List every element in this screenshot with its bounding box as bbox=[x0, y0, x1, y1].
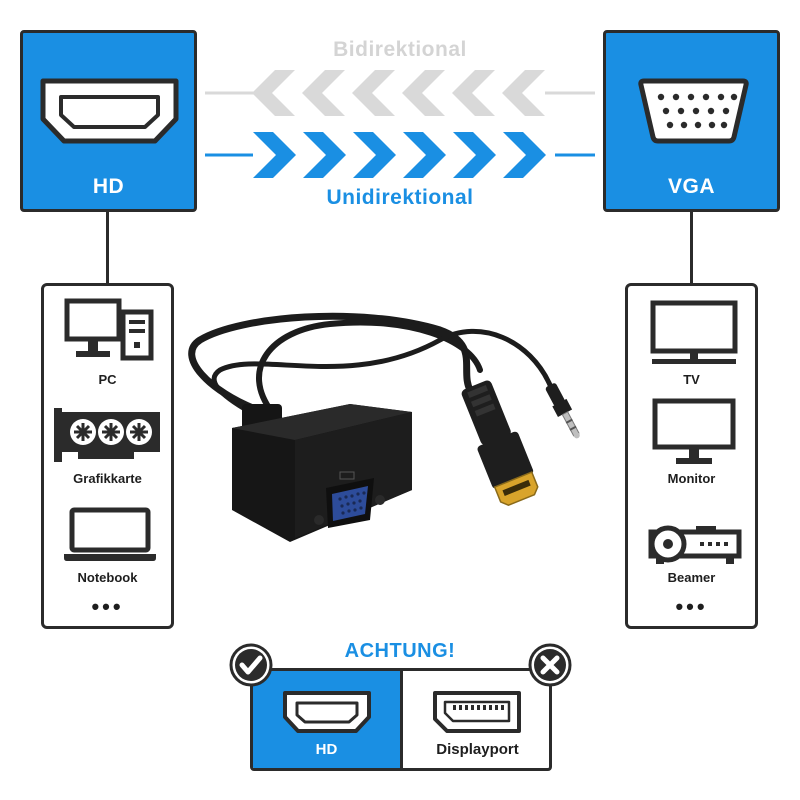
cross-icon bbox=[528, 643, 572, 687]
projector-icon bbox=[648, 525, 742, 564]
more-sources-indicator: ••• bbox=[91, 594, 124, 619]
displayport-incompatible-label: Displayport bbox=[436, 741, 519, 758]
displayport-icon bbox=[433, 691, 521, 733]
notebook-label: Notebook bbox=[77, 570, 138, 585]
hdmi-port-icon bbox=[40, 78, 179, 144]
vga-connector-line bbox=[690, 212, 693, 284]
notebook-icon bbox=[64, 507, 156, 561]
hd-compatible-cell: HD bbox=[253, 671, 403, 768]
bidirectional-arrows-icon bbox=[205, 70, 595, 116]
bidirectional-label: Bidirektional bbox=[333, 38, 467, 61]
displayport-incompatible-cell: Displayport bbox=[403, 671, 549, 768]
pc-label: PC bbox=[98, 372, 117, 387]
pc-icon bbox=[64, 298, 154, 361]
hd-connector-line bbox=[106, 212, 109, 284]
monitor-label: Monitor bbox=[667, 471, 716, 486]
hd-port-box: HD bbox=[20, 30, 197, 212]
unidirectional-label: Unidirektional bbox=[326, 186, 474, 209]
tv-label: TV bbox=[683, 372, 700, 387]
tv-icon bbox=[650, 300, 738, 364]
hdmi-port-icon bbox=[283, 691, 371, 733]
graphics-card-label: Grafikkarte bbox=[73, 471, 142, 486]
vga-port-label: VGA bbox=[667, 175, 715, 198]
check-icon bbox=[229, 643, 273, 687]
vga-port-icon bbox=[638, 78, 749, 144]
vga-port-box: VGA bbox=[603, 30, 780, 212]
target-devices-panel: TV Monitor Beamer ••• bbox=[625, 283, 758, 629]
hd-compatible-label: HD bbox=[315, 741, 338, 758]
compatibility-box: HD Displayport bbox=[250, 668, 552, 771]
more-targets-indicator: ••• bbox=[675, 594, 708, 619]
hd-port-label: HD bbox=[92, 175, 125, 198]
hdmi-to-vga-adapter-image bbox=[188, 312, 580, 542]
graphics-card-icon bbox=[54, 408, 160, 462]
projector-label: Beamer bbox=[667, 570, 716, 585]
unidirectional-arrows-icon bbox=[205, 132, 595, 178]
warning-title: ACHTUNG! bbox=[344, 640, 456, 662]
source-devices-panel: PC Grafikkarte Notebook ••• bbox=[41, 283, 174, 629]
monitor-icon bbox=[652, 398, 736, 464]
